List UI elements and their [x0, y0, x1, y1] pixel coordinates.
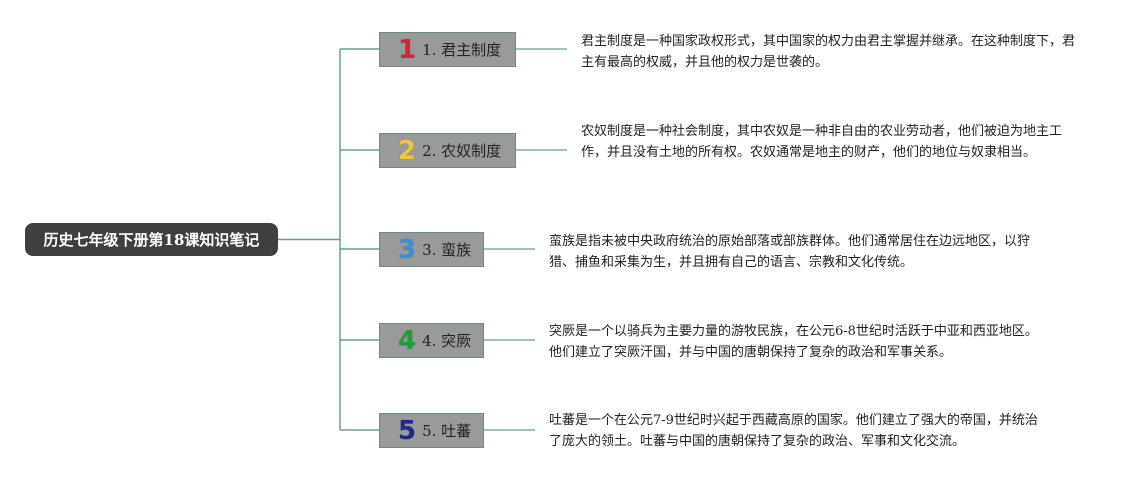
priority-3-icon: 3 — [398, 234, 417, 265]
priority-4-icon: 4 — [398, 325, 417, 356]
topic-node-4[interactable]: 4 4. 突厥 — [379, 323, 484, 358]
topic-description-5[interactable]: 吐蕃是一个在公元7-9世纪时兴起于西藏高原的国家。他们建立了强大的帝国，并统治了… — [549, 410, 1044, 452]
topic-label-3: 3. 蛮族 — [422, 241, 472, 259]
topic-node-1[interactable]: 1 1. 君主制度 — [379, 32, 516, 67]
topic-description-text-3: 蛮族是指未被中央政府统治的原始部落或部族群体。他们通常居住在边远地区，以狩猎、捕… — [549, 234, 1031, 270]
topic-description-2[interactable]: 农奴制度是一种社会制度，其中农奴是一种非自由的农业劳动者，他们被迫为地主工作，并… — [581, 121, 1076, 163]
priority-1-icon: 1 — [398, 34, 417, 65]
topic-description-text-1: 君主制度是一种国家政权形式，其中国家的权力由君主掌握并继承。在这种制度下，君主有… — [581, 34, 1076, 70]
topic-label-1: 1. 君主制度 — [422, 41, 502, 59]
topic-label-4: 4. 突厥 — [422, 332, 472, 350]
topic-label-5: 5. 吐蕃 — [422, 422, 472, 440]
topic-description-4[interactable]: 突厥是一个以骑兵为主要力量的游牧民族，在公元6-8世纪时活跃于中亚和西亚地区。他… — [549, 321, 1044, 363]
topic-description-3[interactable]: 蛮族是指未被中央政府统治的原始部落或部族群体。他们通常居住在边远地区，以狩猎、捕… — [549, 231, 1044, 273]
priority-5-icon: 5 — [398, 415, 417, 446]
topic-label-2: 2. 农奴制度 — [422, 142, 502, 160]
root-label: 历史七年级下册第18课知识笔记 — [43, 231, 260, 249]
topic-node-5[interactable]: 5 5. 吐蕃 — [379, 413, 484, 448]
priority-2-icon: 2 — [398, 135, 417, 166]
root-node[interactable]: 历史七年级下册第18课知识笔记 — [25, 223, 278, 256]
topic-description-text-4: 突厥是一个以骑兵为主要力量的游牧民族，在公元6-8世纪时活跃于中亚和西亚地区。他… — [549, 324, 1038, 360]
topic-node-2[interactable]: 2 2. 农奴制度 — [379, 133, 516, 168]
topic-description-text-5: 吐蕃是一个在公元7-9世纪时兴起于西藏高原的国家。他们建立了强大的帝国，并统治了… — [549, 413, 1038, 449]
topic-description-1[interactable]: 君主制度是一种国家政权形式，其中国家的权力由君主掌握并继承。在这种制度下，君主有… — [581, 31, 1076, 73]
topic-node-3[interactable]: 3 3. 蛮族 — [379, 232, 484, 267]
topic-description-text-2: 农奴制度是一种社会制度，其中农奴是一种非自由的农业劳动者，他们被迫为地主工作，并… — [581, 124, 1063, 160]
